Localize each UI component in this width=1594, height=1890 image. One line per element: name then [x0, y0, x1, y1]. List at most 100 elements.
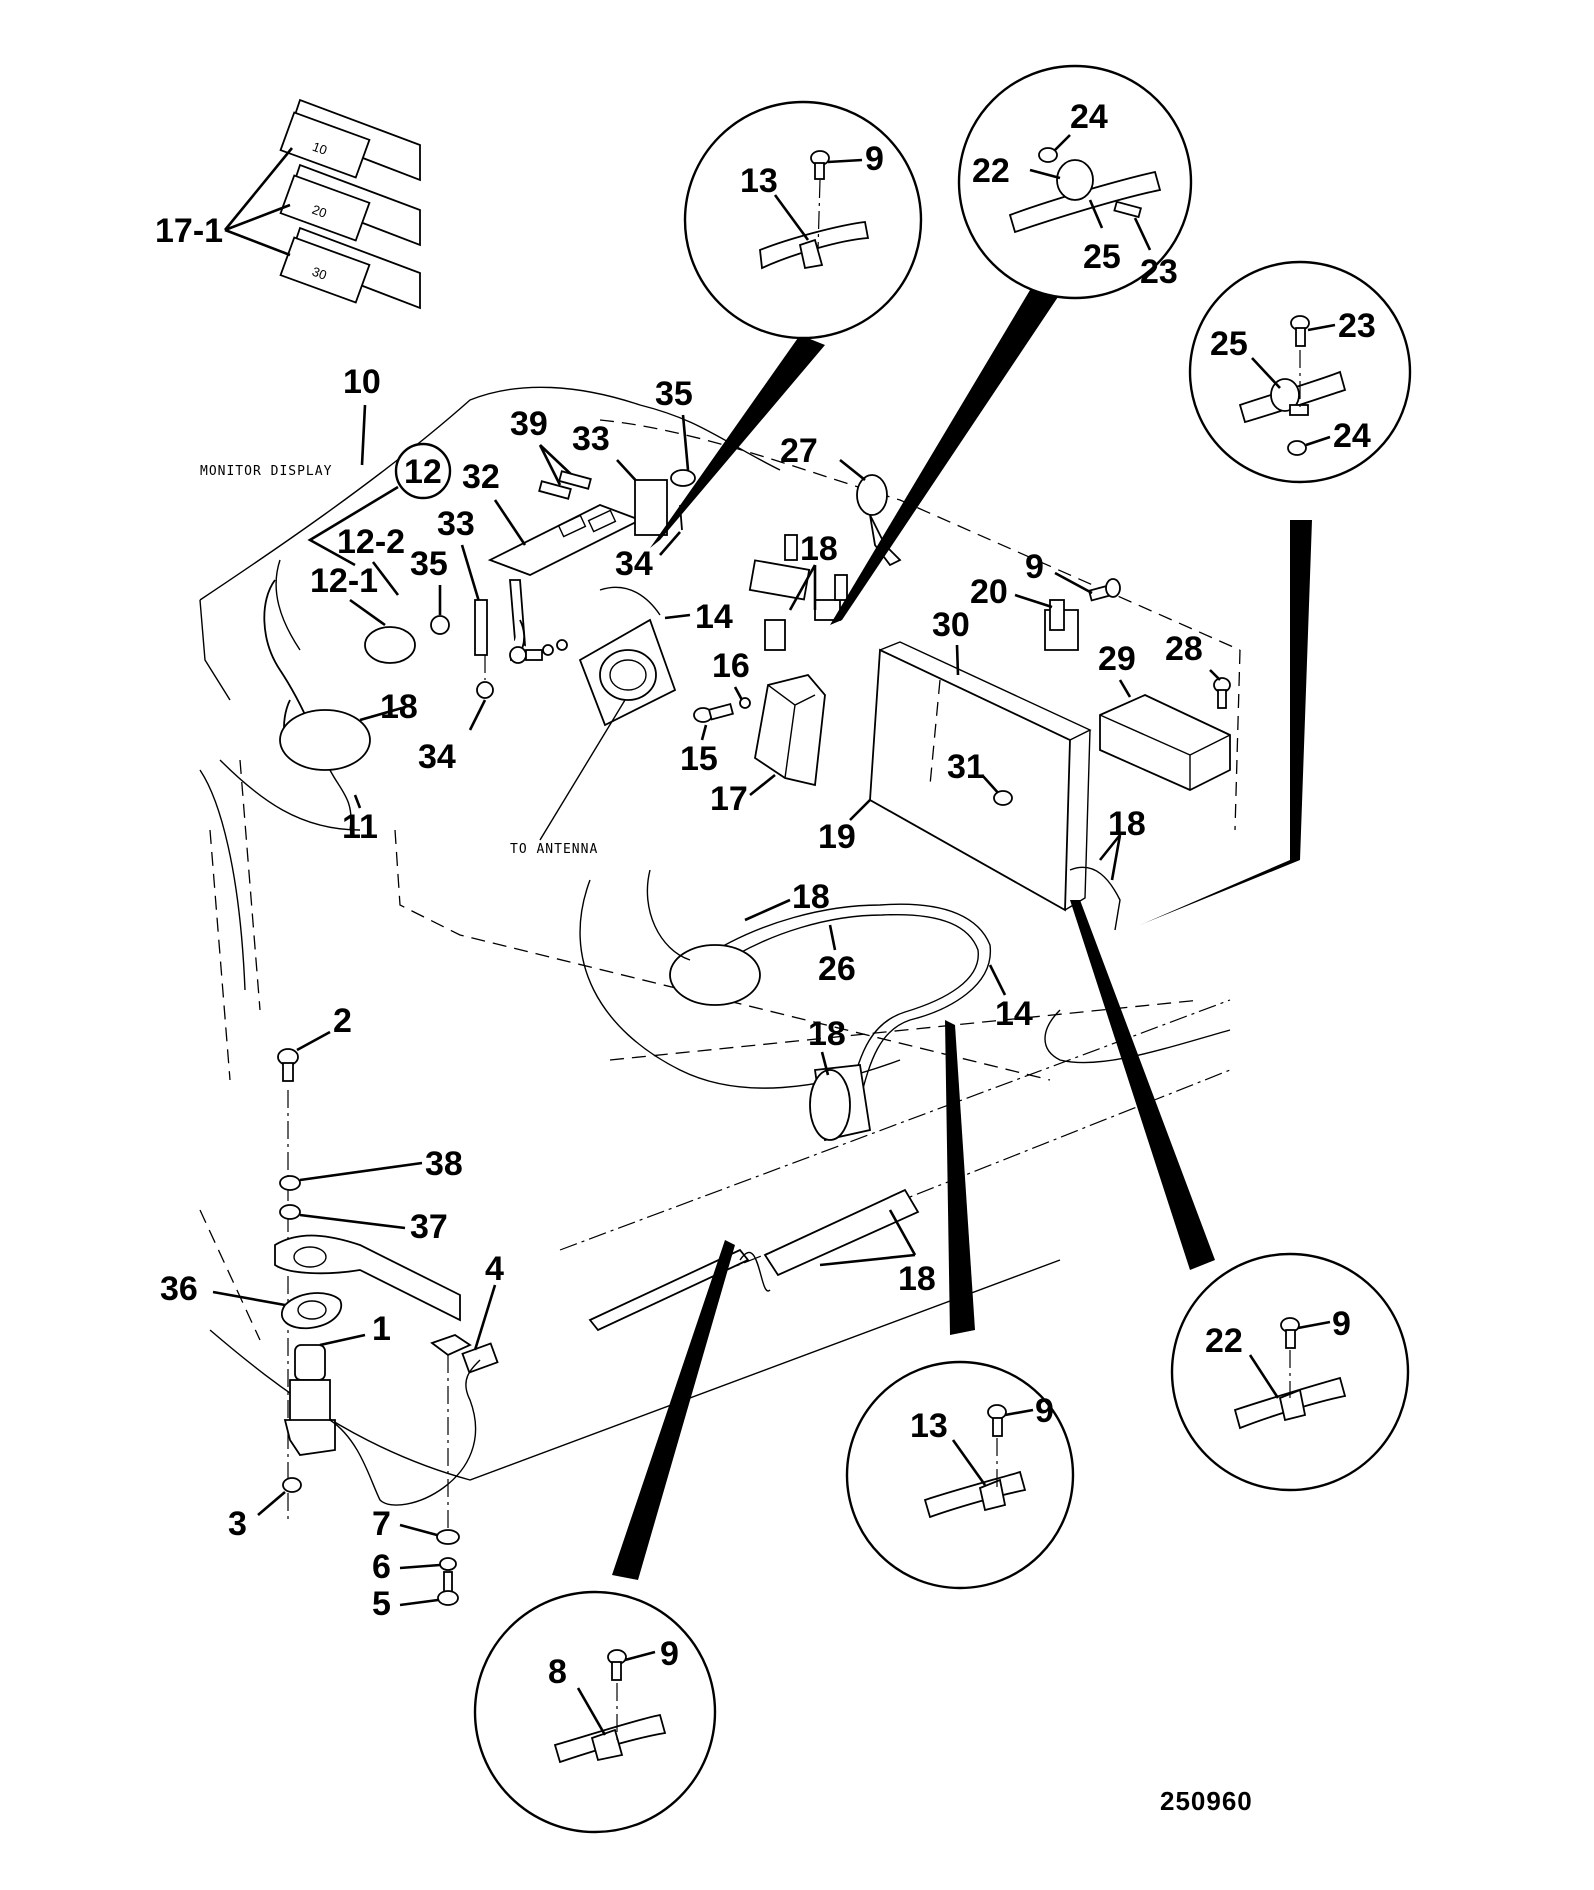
leader-12-1 — [349, 598, 386, 627]
detail-top-middle-label-22: 22 — [972, 152, 1010, 190]
panel-30 — [869, 641, 1092, 912]
figure-number: 250960 — [1160, 1786, 1253, 1816]
bolt-5 — [437, 1571, 459, 1606]
detail-top-right-label-24: 24 — [1333, 417, 1371, 455]
leader-18f — [819, 1209, 917, 1267]
leader-9a — [1054, 571, 1093, 595]
detail-bottom-right-label-9: 9 — [1332, 1305, 1351, 1343]
detail-top-right: 23 25 24 — [1188, 260, 1412, 484]
label-32: 32 — [462, 458, 500, 496]
leader-20 — [1014, 593, 1053, 609]
label-18c: 18 — [1108, 805, 1146, 843]
screw-2 — [277, 1048, 299, 1082]
detail-top-middle-label-25: 25 — [1083, 238, 1121, 276]
label-12-2: 12-2 — [337, 523, 405, 561]
detail-top-right-label-23: 23 — [1338, 307, 1376, 345]
snap-ring-38 — [279, 1175, 301, 1191]
label-14b: 14 — [995, 995, 1033, 1033]
leader-28 — [1209, 669, 1221, 681]
leader-7 — [399, 1523, 438, 1537]
label-19: 19 — [818, 818, 856, 856]
leader-16 — [733, 686, 744, 701]
leader-37 — [299, 1213, 406, 1230]
detail-top-right-label-25: 25 — [1210, 325, 1248, 363]
label-29: 29 — [1098, 640, 1136, 678]
module-17 — [754, 673, 826, 787]
lockwasher-6 — [439, 1557, 457, 1571]
relay-cluster — [748, 534, 848, 651]
leader-3 — [257, 1491, 286, 1516]
box-29 — [1099, 694, 1231, 791]
fuse-value-10: 10 — [310, 139, 329, 158]
detail-bottom-right-label-22: 22 — [1205, 1322, 1243, 1360]
detail-top-middle-label-23: 23 — [1140, 253, 1178, 291]
leader-6 — [399, 1563, 441, 1570]
detail-top-middle: 24 22 25 23 — [957, 64, 1193, 300]
leader-5 — [399, 1598, 439, 1607]
label-3: 3 — [228, 1505, 247, 1543]
label-18e: 18 — [808, 1015, 846, 1053]
sensor-1 — [283, 1344, 336, 1456]
label-plate-39a — [538, 480, 572, 500]
leader-38 — [299, 1161, 423, 1182]
fuse-value-30: 30 — [310, 264, 329, 283]
leader-33a — [460, 544, 482, 606]
mount-plate — [274, 1234, 461, 1322]
leader-36 — [212, 1290, 286, 1307]
label-33b: 33 — [572, 420, 610, 458]
label-9a: 9 — [1025, 548, 1044, 586]
label-18f: 18 — [898, 1260, 936, 1298]
leader-14b — [988, 964, 1007, 996]
leader-1 — [319, 1333, 366, 1347]
leader-10 — [360, 404, 367, 466]
screw-35a — [430, 615, 450, 635]
label-1: 1 — [372, 1310, 391, 1348]
leader-18a — [359, 706, 403, 722]
leader-18e — [820, 1051, 830, 1076]
label-17-1: 17-1 — [155, 212, 223, 250]
fuse-30: 30 — [279, 226, 421, 310]
label-37: 37 — [410, 1208, 448, 1246]
pump-18 — [646, 869, 761, 1006]
detail-bottom-middle-label-13: 13 — [910, 1407, 948, 1445]
monitor-display-note: MONITOR DISPLAY — [200, 464, 332, 479]
label-34b: 34 — [418, 738, 456, 776]
detail-bottom-left-label-9: 9 — [660, 1635, 679, 1673]
clip-16 — [739, 697, 751, 709]
label-16: 16 — [712, 647, 750, 685]
detail-top-left: 9 13 — [683, 100, 923, 340]
detail-bottom-right: 9 22 — [1170, 1252, 1410, 1492]
fuse-20: 20 — [279, 163, 421, 247]
leader-19 — [849, 799, 871, 821]
leader-18d — [744, 898, 791, 922]
label-2: 2 — [333, 1002, 352, 1040]
screw-9a — [1087, 578, 1121, 602]
leader-dbr-9 — [1297, 1320, 1331, 1330]
relay-20 — [1044, 599, 1079, 651]
screw-34b — [476, 681, 494, 699]
label-33a: 33 — [437, 505, 475, 543]
leader-34a — [659, 531, 681, 556]
leader-35b — [681, 414, 690, 471]
label-35b: 35 — [655, 375, 693, 413]
leader-32 — [493, 499, 527, 546]
detail-bottom-left: 9 8 — [473, 1590, 717, 1834]
leader-27 — [839, 458, 866, 482]
label-10: 10 — [343, 363, 381, 401]
leader-31 — [981, 774, 1001, 796]
label-36: 36 — [160, 1270, 198, 1308]
screw-washer-row — [509, 639, 568, 664]
leader-26 — [828, 924, 837, 951]
fuse-10: 10 — [279, 98, 421, 182]
nut-3 — [282, 1477, 302, 1493]
leader-dtm-22 — [1029, 168, 1061, 180]
label-11: 11 — [342, 808, 378, 846]
label-12-1: 12-1 — [310, 562, 378, 600]
screw-15 — [693, 702, 734, 723]
washer-37 — [279, 1204, 301, 1220]
leader-dtr-25 — [1251, 357, 1281, 389]
to-antenna-note: TO ANTENNA — [510, 842, 598, 857]
label-39: 39 — [510, 405, 548, 443]
bracket-33b — [634, 479, 668, 536]
